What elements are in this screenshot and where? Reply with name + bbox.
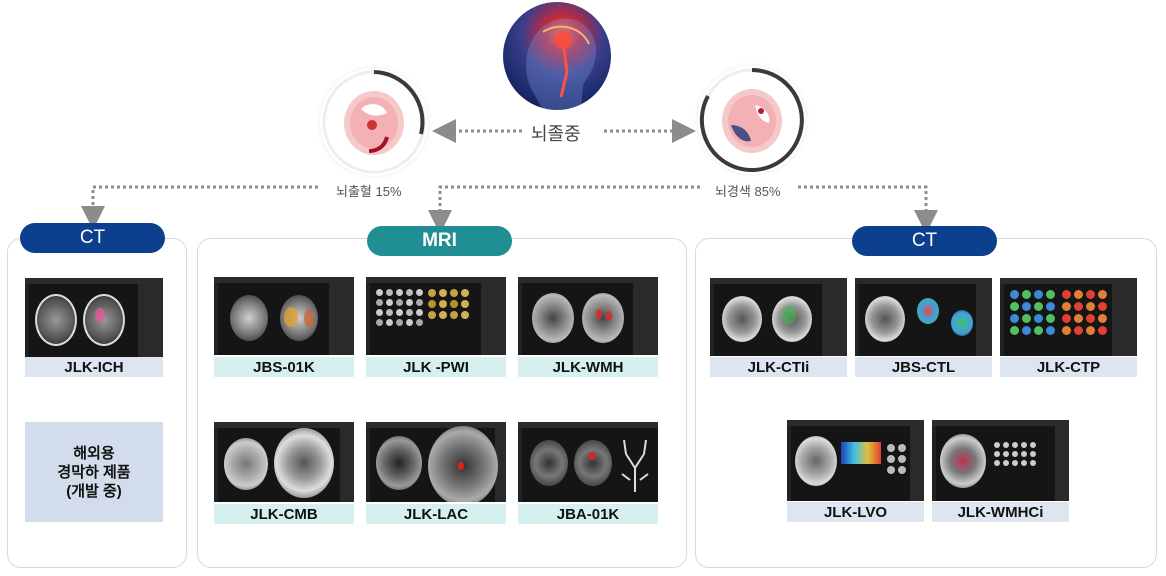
note-line-2: 경막하 제품 (57, 463, 131, 481)
product-screenshot-jlk-cmb[interactable] (214, 422, 354, 502)
ischemic-ring (698, 66, 806, 174)
product-screenshot-jlk-lac[interactable] (366, 422, 506, 502)
product-screenshot-jlk-ich[interactable] (25, 278, 163, 358)
product-label-jlk-pwi: JLK -PWI (366, 357, 506, 377)
product-label-jlk-lac: JLK-LAC (366, 504, 506, 524)
mri-header: MRI (367, 226, 512, 256)
hemorrhage-caption: 뇌출혈 15% (336, 184, 402, 199)
note-line-1: 해외용 (73, 444, 115, 462)
ischemic-to-ct-line (798, 185, 938, 234)
product-screenshot-jlk-ctp[interactable] (1000, 278, 1137, 356)
product-label-jlk-wmh: JLK-WMH (518, 357, 658, 377)
product-screenshot-jlk-lvo[interactable] (787, 420, 924, 501)
overseas-product-note: 해외용 경막하 제품 (개발 중) (25, 422, 163, 522)
product-screenshot-jbs-ctl[interactable] (855, 278, 992, 356)
head-silhouette-icon (526, 18, 597, 110)
hemorrhage-ring (320, 68, 428, 176)
product-screenshot-jlk-ctii[interactable] (710, 278, 847, 356)
ct-right-header: CT (852, 226, 997, 256)
product-label-jlk-ctii: JLK-CTIi (710, 357, 847, 377)
ischemic-brain-icon (722, 89, 782, 153)
stroke-title: 뇌졸중 (531, 124, 581, 144)
hemorrhage-to-ct-line (81, 185, 318, 230)
hemorrhage-brain-icon (344, 91, 404, 155)
product-screenshot-jba-01k[interactable] (518, 422, 658, 502)
product-screenshot-jlk-pwi[interactable] (366, 277, 506, 355)
product-label-jbs-ctl: JBS-CTL (855, 357, 992, 377)
ischemic-to-mri-line (428, 185, 700, 234)
product-screenshot-jlk-wmhci[interactable] (932, 420, 1069, 501)
ischemic-caption: 뇌경색 85% (715, 184, 781, 199)
product-label-jlk-cmb: JLK-CMB (214, 504, 354, 524)
product-label-jlk-lvo: JLK-LVO (787, 502, 924, 522)
product-label-jba-01k: JBA-01K (518, 504, 658, 524)
product-screenshot-jlk-wmh[interactable] (518, 277, 658, 355)
product-label-jlk-ctp: JLK-CTP (1000, 357, 1137, 377)
ct-left-header: CT (20, 223, 165, 253)
product-label-jbs-01k: JBS-01K (214, 357, 354, 377)
product-screenshot-jbs-01k[interactable] (214, 277, 354, 355)
product-label-jlk-wmhci: JLK-WMHCi (932, 502, 1069, 522)
note-line-3: (개발 중) (66, 482, 122, 500)
stroke-brain-image (503, 2, 611, 110)
product-label-jlk-ich: JLK-ICH (25, 357, 163, 377)
